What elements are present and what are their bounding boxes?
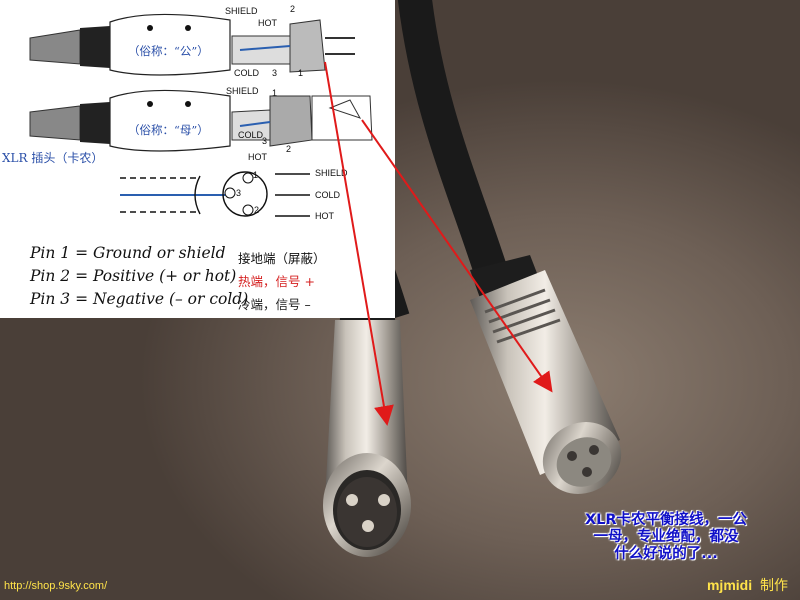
summary-note: XLR卡农平衡接线，一公 一母，专业绝配，都没 什么好说的了... [556,512,776,563]
xlr-caption: XLR 插头（卡农） [2,151,104,165]
credit-author: mjmidi [706,577,753,593]
label-pin3-female: 3 [262,136,268,146]
label-male-cn: （俗称：“公”） [128,44,209,58]
pin1-definition-cn: 接地端（屏蔽） [238,251,326,266]
pin3-definition: Pin 3 = Negative (– or cold) [30,290,249,308]
label-hot-male: HOT [258,18,277,28]
credit: mjmidi 制作 [707,575,788,595]
label-pin1-female: 1 [272,88,278,98]
watermark-url: http://shop.9sky.com/ [4,580,108,592]
label-pin2-female: 2 [286,144,292,154]
label-cold-male: COLD [234,68,260,78]
label-female-cn: （俗称：“母”） [128,123,209,137]
label-pin1-male: 1 [298,68,304,78]
schem-hot: HOT [315,211,334,221]
summary-note-line-1: XLR卡农平衡接线，一公 [584,512,748,528]
label-hot-female: HOT [248,152,267,162]
schem-pin3: 3 [236,188,242,198]
pin-schematic [120,171,310,217]
summary-note-line-2: 一母，专业绝配，都没 [593,529,739,545]
label-cold-female: COLD [238,130,264,140]
pin3-definition-cn: 冷端，信号 – [238,297,311,312]
label-pin3-male: 3 [272,68,278,78]
pin2-definition: Pin 2 = Positive (+ or hot) [30,267,237,285]
male-plug-drawing [29,13,355,76]
label-shield-male: SHIELD [225,6,258,16]
schem-cold: COLD [315,190,341,200]
summary-note-line-3: 什么好说的了... [614,546,718,562]
schem-shield: SHIELD [315,168,348,178]
schem-pin2: 2 [254,205,260,215]
diagram-panel: SHIELD HOT 2 COLD 3 1 （俗称：“公”） SHIELD 1 … [0,0,395,318]
pin1-definition: Pin 1 = Ground or shield [30,244,226,262]
credit-made: 制作 [760,577,788,593]
schem-pin1: 1 [253,170,259,180]
pin2-definition-cn: 热端，信号 + [238,274,315,289]
female-plug-drawing [29,89,373,152]
label-shield-female: SHIELD [226,86,259,96]
label-pin2-male: 2 [290,4,296,14]
